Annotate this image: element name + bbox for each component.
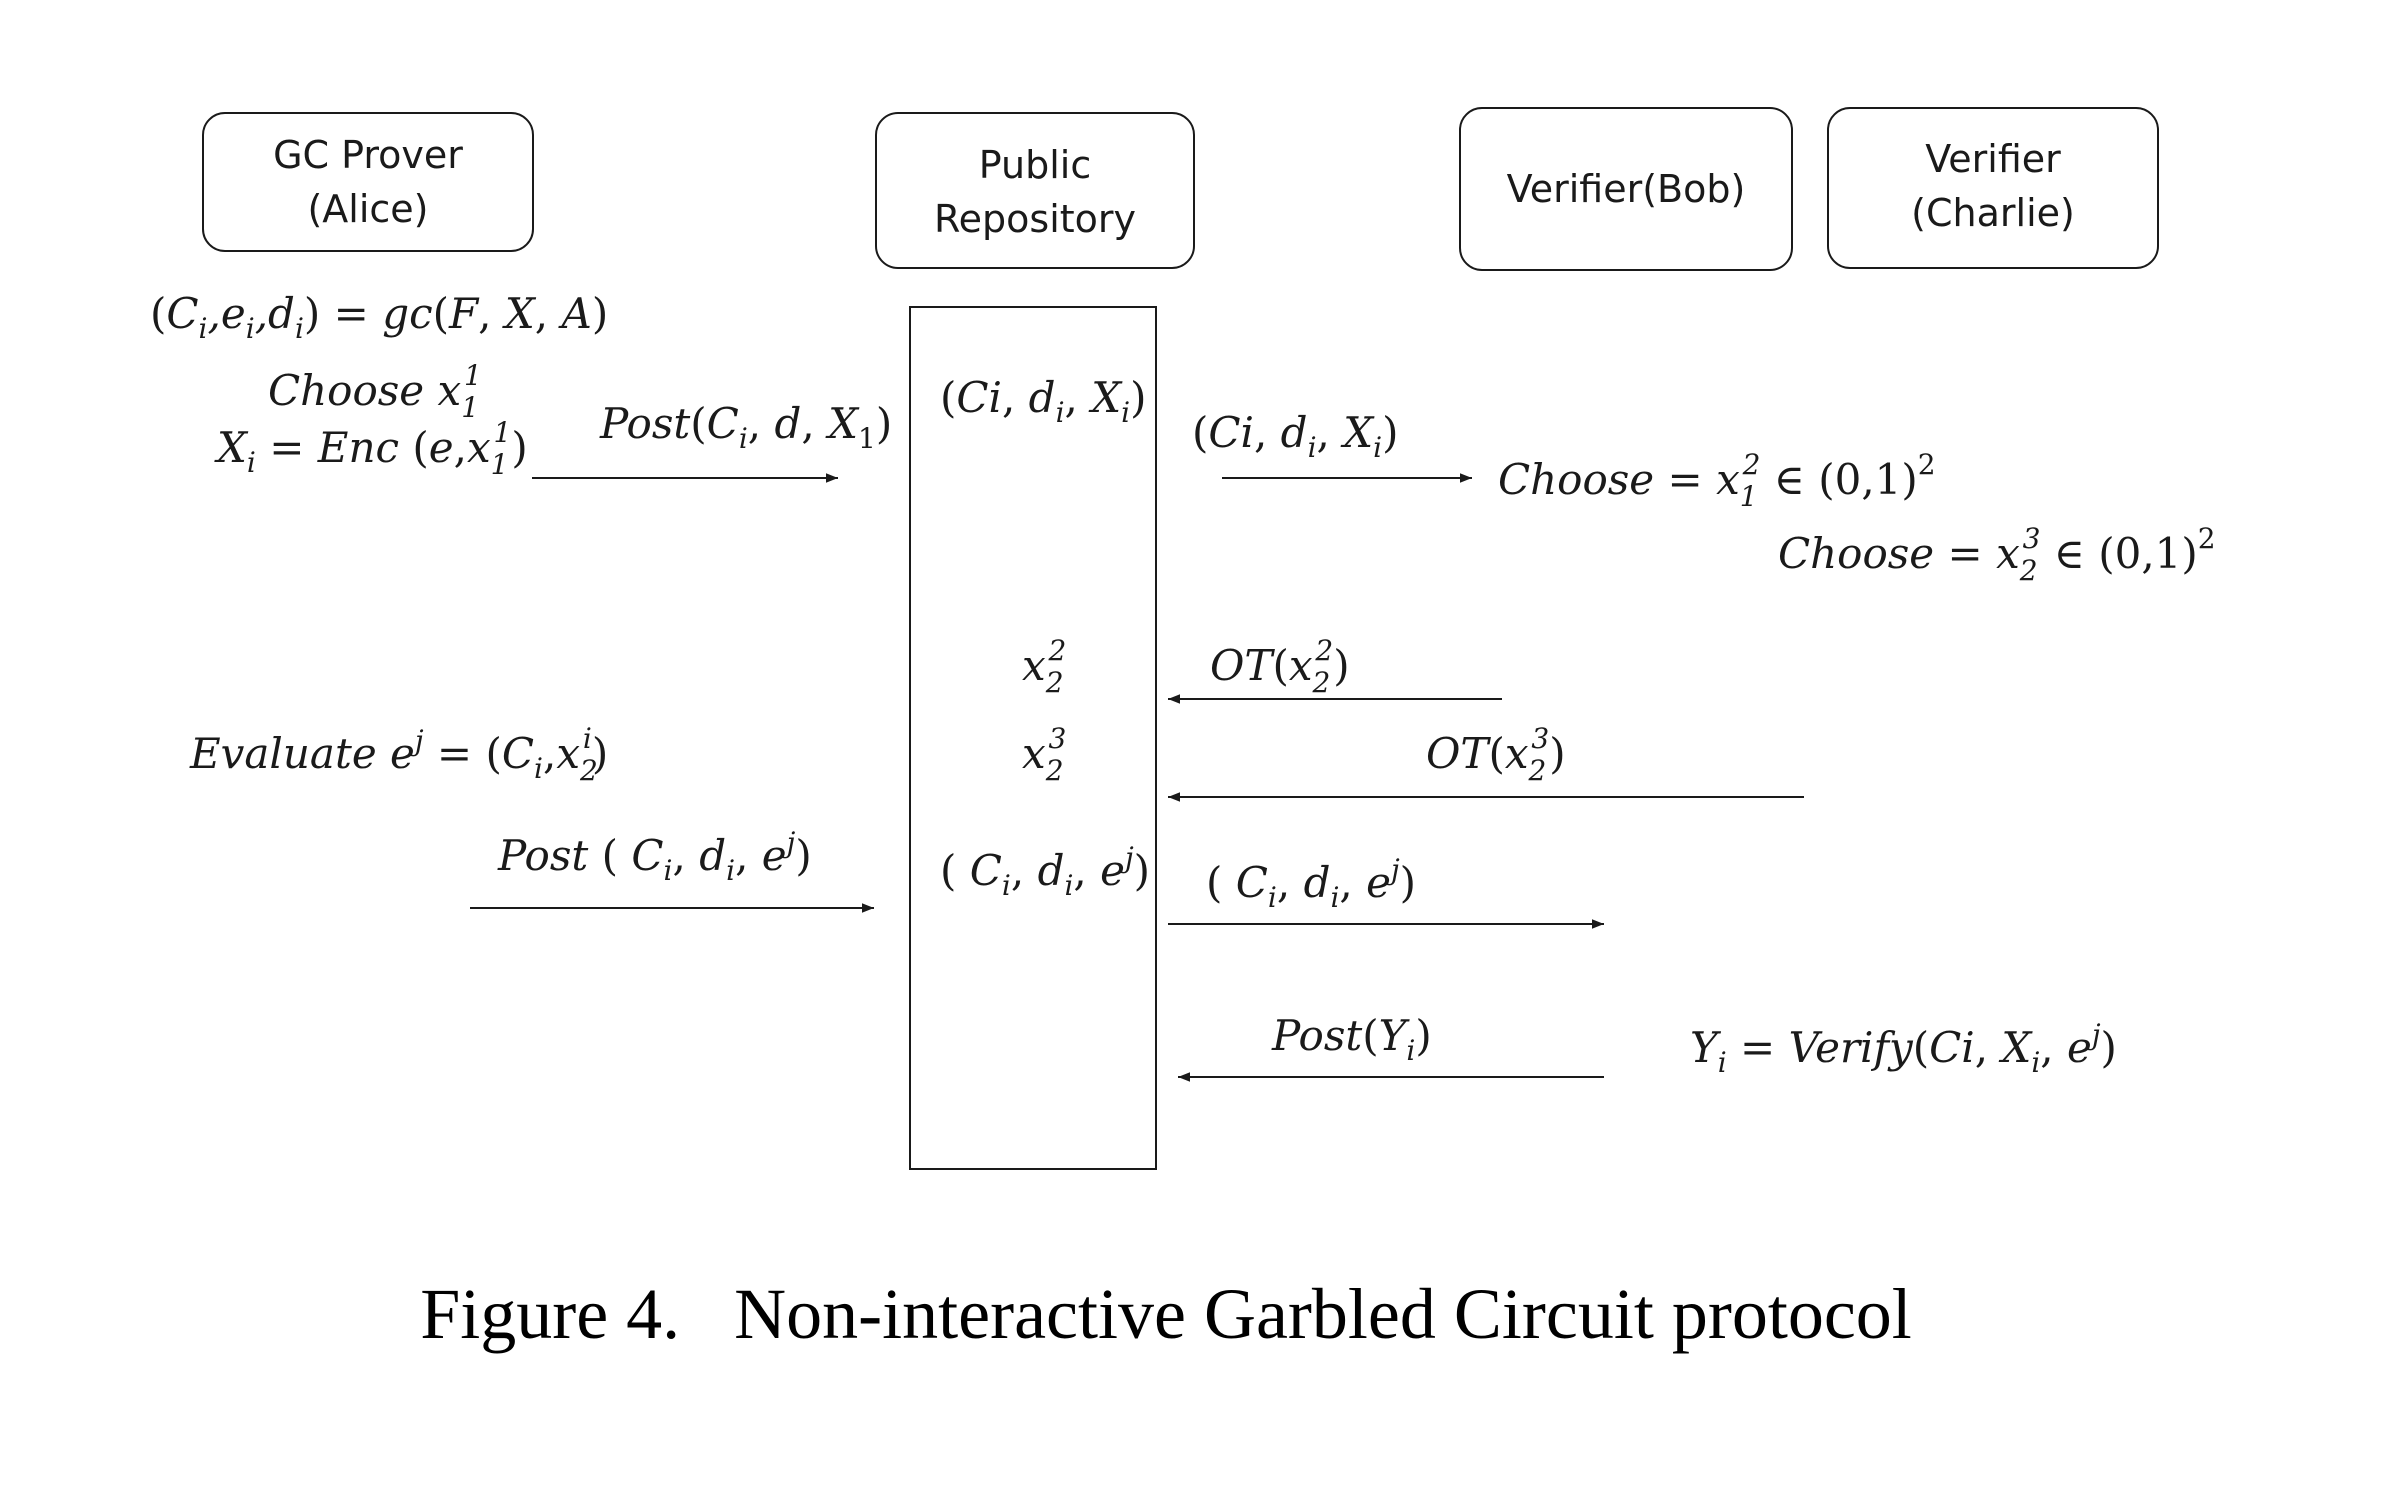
charlie-label-line1: Verifier [1925,137,2061,181]
repository-label-line2: Repository [934,197,1136,241]
repo-circuit: (Ci, di, Xi) [940,373,1147,429]
fetch-eval-label: ( Ci, di, ej) [1206,853,1416,914]
bob-verify: Yi = Verify(Ci, Xi, ej) [1690,1018,2117,1079]
post-result-label: Post(Yi) [1271,1011,1432,1067]
fetch-circuit-label: (Ci, di, Xi) [1192,408,1399,464]
prover-label-line2: (Alice) [307,187,428,231]
prover-box: GC Prover (Alice) [202,112,534,252]
post-eval-label: Post ( Ci, di, ej) [497,826,812,887]
charlie-box: Verifier (Charlie) [1827,107,2159,269]
alice-choose: Choose x11 [268,359,482,424]
figure-caption: Figure 4. Non-interactive Garbled Circui… [420,1274,1912,1354]
repo-x23: x23 [1022,722,1066,787]
repository-box: Public Repository [875,112,1195,269]
post-circuit-label: Post(Ci, d, X1) [599,399,892,455]
bob-box: Verifier(Bob) [1459,107,1793,271]
charlie-choose: Choose = x23 ∈ (0,1)2 [1778,522,2216,587]
alice-encode: Xi = Enc (e,x11) [214,416,528,481]
alice-evaluate: Evaluate ej = (Ci,x2i) [189,722,608,787]
garble-equation: (Ci,ei,di) = gc(F, X, A) [150,289,608,345]
repo-eval: ( Ci, di, ej) [940,841,1150,902]
bob-label: Verifier(Bob) [1507,167,1746,211]
repository-label-line1: Public [979,143,1091,187]
bob-choose: Choose = x12 ∈ (0,1)2 [1498,448,1936,513]
repository-lifeline [909,306,1157,1170]
ot-bob-label: OT(x22) [1210,634,1350,699]
repo-x22: x22 [1022,634,1066,699]
charlie-label-line2: (Charlie) [1911,191,2075,235]
prover-label-line1: GC Prover [273,133,463,177]
ot-charlie-label: OT(x23) [1426,722,1566,787]
